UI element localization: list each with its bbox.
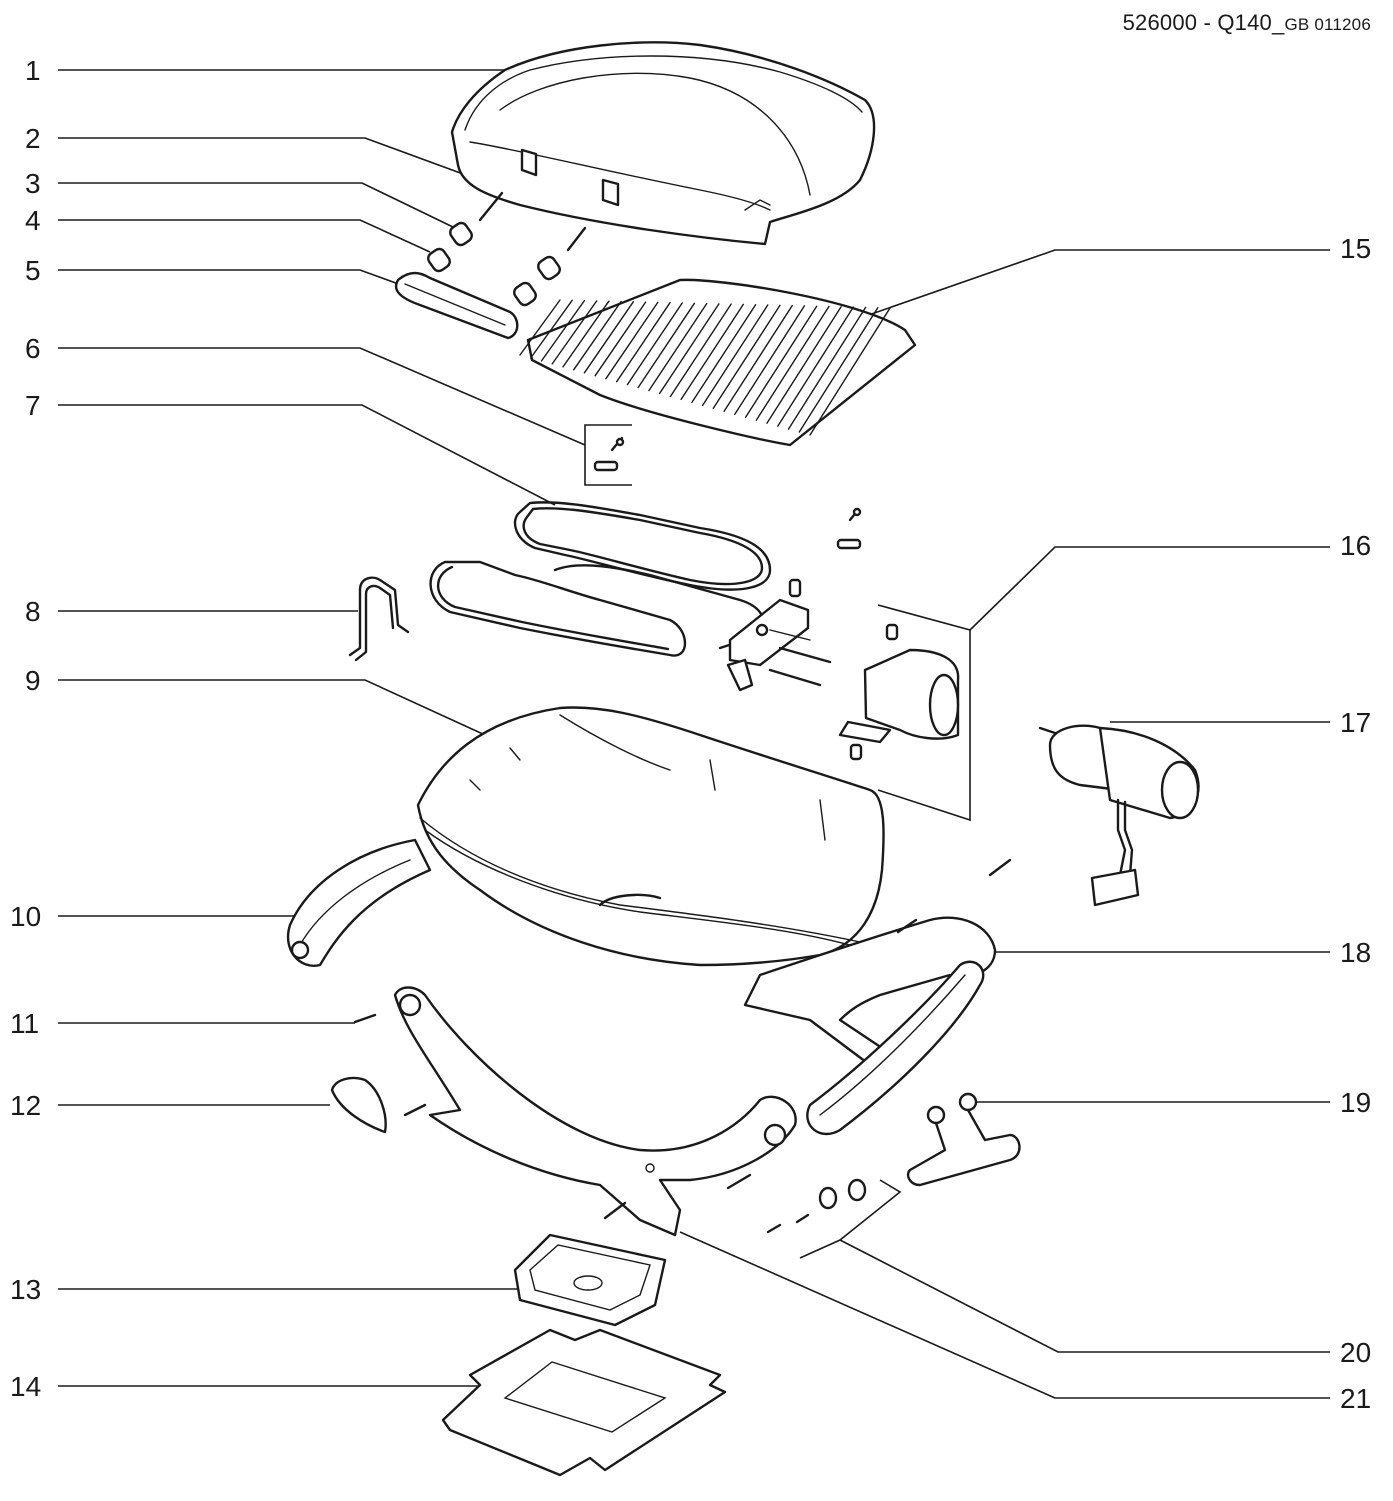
pin-bracket-7 (584, 424, 632, 486)
element-bracket (726, 578, 832, 692)
heating-element (429, 501, 772, 657)
grate-bar (766, 306, 842, 424)
handle-assembly (394, 191, 587, 340)
left-leg-10 (287, 838, 432, 967)
grate-bar (701, 304, 769, 407)
callout-12: 12 (10, 1090, 41, 1121)
grate-bar (530, 299, 573, 359)
grate-bar (691, 304, 757, 404)
callout-19: 19 (1340, 1087, 1371, 1118)
leader-21 (679, 1231, 1330, 1399)
leader-4 (58, 219, 431, 253)
callout-21: 21 (1340, 1383, 1371, 1414)
grate-bar (605, 301, 659, 380)
leader-3 (58, 182, 456, 229)
callout-20: 20 (1340, 1337, 1371, 1368)
foil-liner-14 (441, 1328, 727, 1477)
callout-10: 10 (10, 901, 41, 932)
grate-bar (626, 302, 683, 386)
document-code-suffix: GB 011206 (1284, 15, 1371, 34)
leader-5 (58, 269, 416, 291)
right-handle-18 (743, 916, 997, 1136)
grate-bar (519, 299, 561, 356)
callout-2: 2 (25, 123, 41, 154)
grate-bar (680, 303, 744, 401)
callout-9: 9 (25, 665, 41, 696)
leader-6 (58, 347, 586, 446)
grate-bar (669, 303, 732, 398)
wire-bracket-8 (348, 576, 410, 662)
grate-bar (777, 306, 854, 427)
washers-20 (799, 1178, 902, 1259)
grate-bar (723, 304, 793, 412)
grate-bar (551, 300, 598, 365)
leader-20 (839, 1239, 1330, 1353)
callout-18: 18 (1340, 937, 1371, 968)
grate-bar (540, 299, 586, 362)
drip-tray-13 (513, 1233, 667, 1327)
grate-bar (583, 301, 634, 374)
grill-grate (519, 278, 917, 447)
callout-15: 15 (1340, 233, 1371, 264)
thermostat-controller-17 (1038, 724, 1200, 907)
callout-5: 5 (25, 255, 41, 286)
grate-bar (712, 304, 781, 409)
wire-hook-19 (906, 1092, 1021, 1187)
callout-13: 13 (10, 1274, 41, 1305)
callout-17: 17 (1340, 707, 1371, 738)
end-cap-12 (330, 1076, 387, 1134)
grate-bar (573, 300, 622, 371)
grate-bar (809, 307, 891, 436)
grate-bar (637, 302, 696, 389)
control-housing-16 (836, 507, 971, 822)
callout-3: 3 (25, 168, 41, 199)
leader-15 (859, 249, 1330, 319)
grate-bar (744, 305, 818, 418)
leader-7 (58, 404, 556, 506)
document-code-main: 526000 - Q140_ (1122, 10, 1285, 35)
grate-bar (594, 301, 647, 377)
grate-bar (562, 300, 610, 368)
grate-bar (616, 302, 671, 383)
grate-bar (658, 303, 720, 395)
callout-4: 4 (25, 205, 41, 236)
grate-bar (787, 306, 867, 430)
lid (450, 41, 876, 246)
leader-2 (58, 137, 494, 186)
callout-7: 7 (25, 390, 41, 421)
leader-9 (58, 679, 486, 736)
document-code: 526000 - Q140_GB 011206 (1123, 10, 1371, 36)
grate-bar (734, 305, 806, 415)
grate-bar (755, 305, 830, 421)
fasteners (353, 858, 1012, 1234)
base-frame (393, 986, 797, 1237)
callout-6: 6 (25, 333, 41, 364)
callout-8: 8 (25, 596, 41, 627)
cookbox-body-9 (416, 706, 885, 967)
leader-lines (58, 69, 1330, 1399)
grate-bar (798, 307, 879, 433)
callout-14: 14 (10, 1371, 41, 1402)
leader-16 (969, 546, 1330, 631)
callout-11: 11 (10, 1008, 39, 1039)
callout-1: 1 (25, 55, 41, 86)
callout-16: 16 (1340, 530, 1371, 561)
grate-bar (648, 302, 708, 392)
